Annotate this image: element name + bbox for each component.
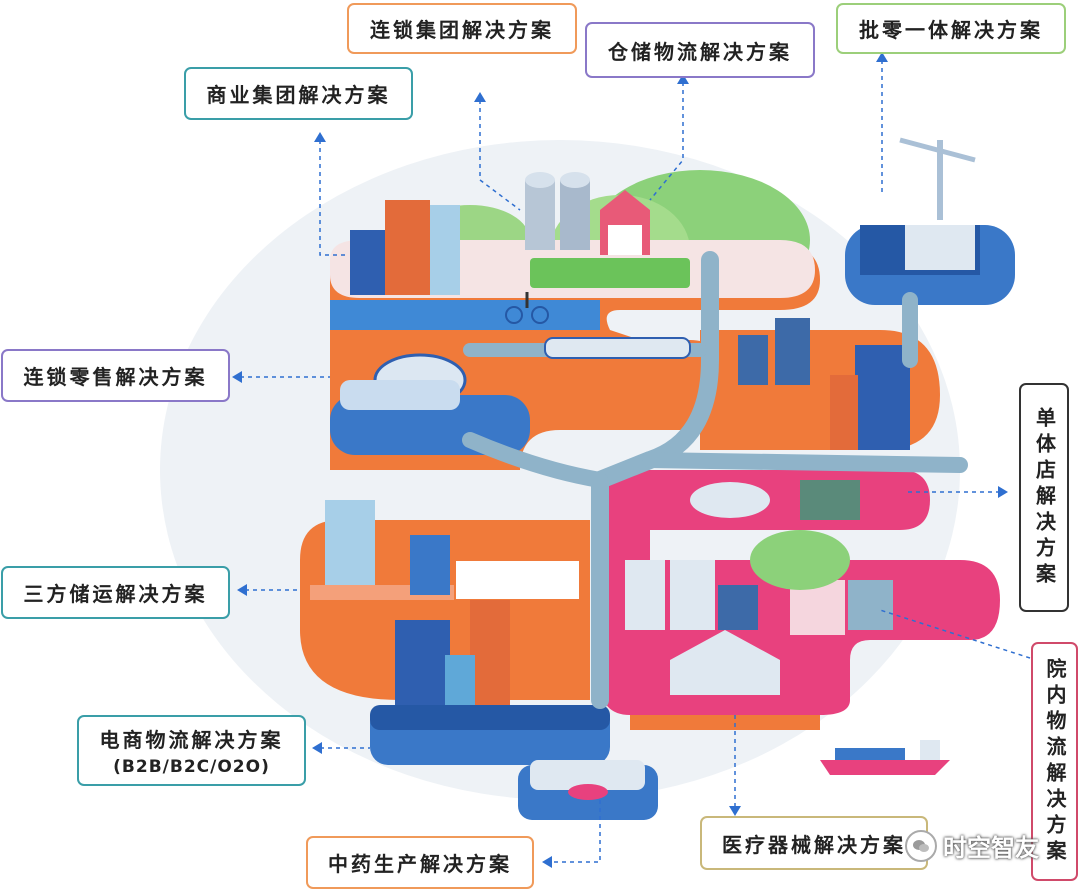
label-warehouse-logistics[interactable]: 仓储物流解决方案 xyxy=(585,22,815,78)
label-third-party-storage[interactable]: 三方储运解决方案 xyxy=(1,566,230,619)
label-tcm-production[interactable]: 中药生产解决方案 xyxy=(306,836,534,889)
label-ecommerce-logistics[interactable]: 电商物流解决方案 (B2B/B2C/O2O) xyxy=(77,715,306,786)
watermark: 时空智友 xyxy=(905,828,1039,863)
label-ecommerce-logistics-sub: (B2B/B2C/O2O) xyxy=(113,757,270,777)
label-chain-group[interactable]: 连锁集团解决方案 xyxy=(347,3,577,54)
chain-retail-island xyxy=(330,353,530,455)
wechat-icon xyxy=(905,829,937,862)
train xyxy=(544,337,691,359)
pink-district-buildings xyxy=(625,530,893,695)
wholesale-island xyxy=(845,137,1015,305)
label-chain-retail[interactable]: 连锁零售解决方案 xyxy=(1,349,230,402)
commercial-buildings xyxy=(350,200,460,295)
arrowheads xyxy=(232,52,1008,868)
townhouses xyxy=(738,318,910,450)
label-hospital-logistics-text: 院内物流解决方案 xyxy=(1043,657,1067,866)
ecommerce-platform xyxy=(370,705,610,765)
label-wholesale-retail[interactable]: 批零一体解决方案 xyxy=(836,3,1066,54)
label-commercial-group[interactable]: 商业集团解决方案 xyxy=(184,67,413,120)
herb-production-island xyxy=(518,760,658,820)
cargo-ship xyxy=(820,740,950,775)
watermark-text: 时空智友 xyxy=(943,834,1039,862)
label-single-store-text: 单体店解决方案 xyxy=(1032,406,1057,589)
label-medical-devices[interactable]: 医疗器械解决方案 xyxy=(700,816,928,870)
warehouse-district xyxy=(300,500,590,715)
silos-and-barn xyxy=(525,172,650,255)
label-hospital-logistics[interactable]: 院内物流解决方案 xyxy=(1031,642,1078,881)
label-ecommerce-logistics-title: 电商物流解决方案 xyxy=(99,728,284,752)
connector-arrows xyxy=(240,60,1031,863)
cyclist xyxy=(505,292,549,324)
label-single-store[interactable]: 单体店解决方案 xyxy=(1019,383,1069,612)
